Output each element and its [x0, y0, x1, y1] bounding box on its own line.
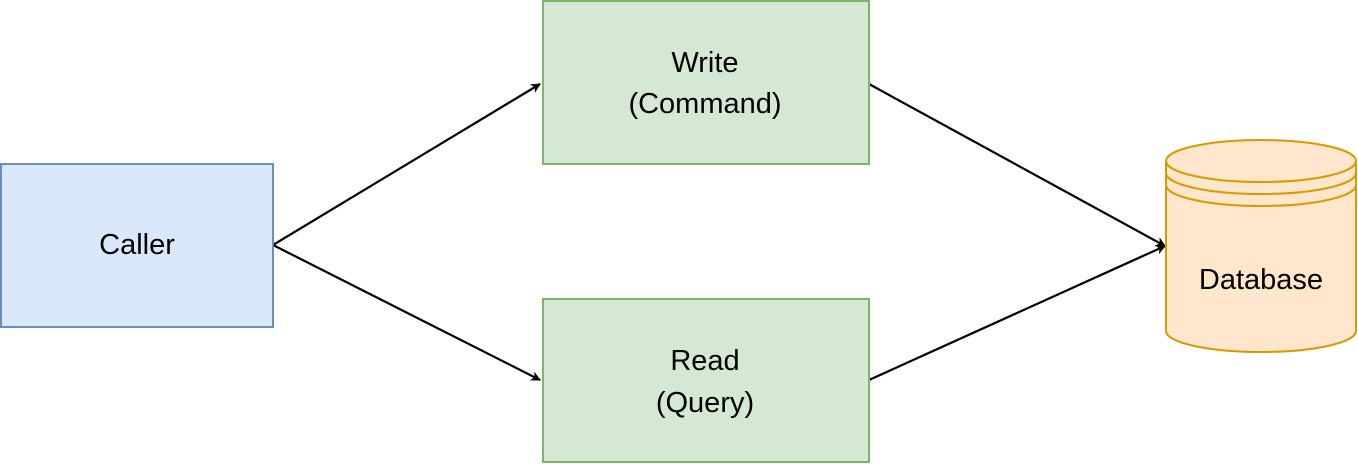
read-label-line1: Read — [670, 345, 739, 377]
write-box — [542, 0, 870, 165]
read-label-line2: (Query) — [656, 387, 754, 419]
write-label-line2: (Command) — [628, 88, 781, 120]
database-label: Database — [1199, 264, 1323, 296]
database-cylinder-band-1 — [1165, 172, 1357, 195]
read-box — [542, 298, 870, 463]
read-query-node: Read (Query) — [542, 298, 870, 463]
database-node: Database — [1165, 139, 1357, 353]
database-cylinder-top — [1165, 139, 1357, 183]
edge-caller-to-write — [272, 83, 541, 246]
edge-write-to-database — [868, 83, 1166, 247]
write-label-line1: Write — [671, 47, 738, 79]
caller-label: Caller — [99, 229, 175, 261]
caller-box — [0, 163, 274, 328]
edge-caller-to-read — [272, 244, 541, 381]
write-command-node: Write (Command) — [542, 0, 870, 165]
database-cylinder-body — [1165, 161, 1357, 353]
database-cylinder-band-2 — [1165, 184, 1357, 207]
edge-read-to-database — [868, 244, 1166, 382]
caller-node: Caller — [0, 163, 274, 328]
edges — [272, 83, 1166, 382]
